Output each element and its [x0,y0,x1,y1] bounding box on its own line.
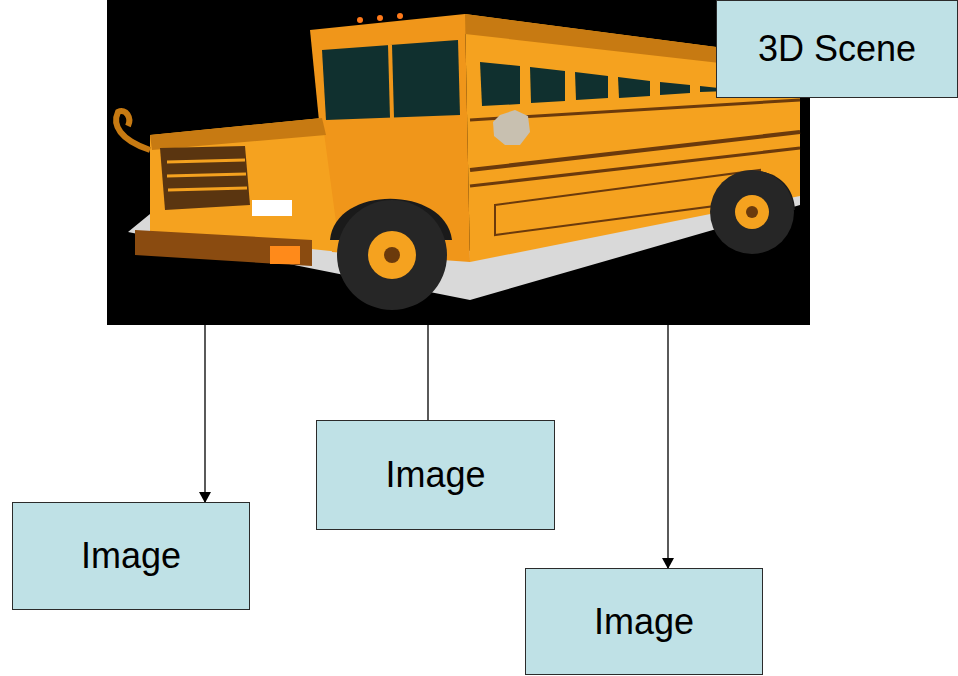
connector-line [427,325,428,420]
connector-line [667,325,668,568]
image-box: Image [12,502,250,610]
node-label: 3D Scene [758,28,916,69]
scene-tag: 3D Scene [716,0,958,98]
scene-frame: 3D Scene [107,0,810,325]
node-label: Image [594,601,694,642]
node-label: Image [81,535,181,576]
node-label: Image [385,454,485,495]
image-box: Image [316,420,555,530]
connector-line [204,325,205,502]
image-box: Image [525,568,763,675]
